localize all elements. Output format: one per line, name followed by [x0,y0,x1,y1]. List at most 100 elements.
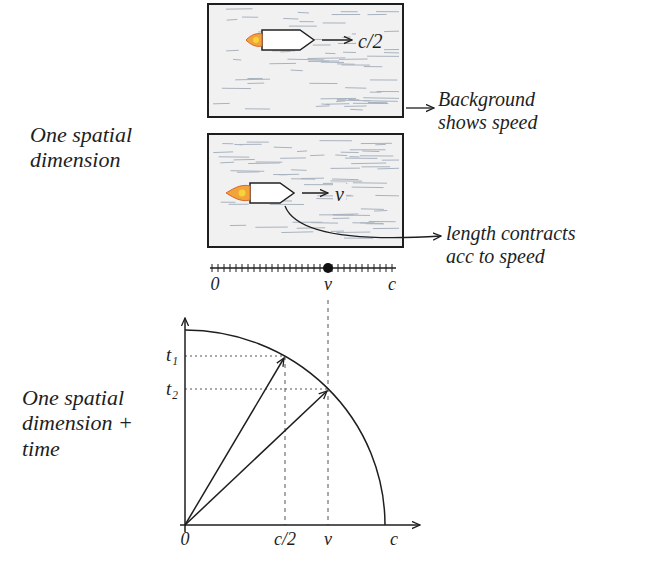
axis-tick-label: c [390,529,398,550]
speed-streak [321,98,357,99]
speed-streak [375,195,399,196]
rocket-body [250,183,294,203]
speed-streak [360,222,374,223]
speed-streak [316,105,330,107]
tick [362,264,363,272]
speed-streak [367,56,399,57]
speed-streak [376,11,399,12]
speed-streak [309,83,337,84]
speed-arrow [322,39,352,41]
annotation: Background shows speed [438,88,563,134]
speed-streak [337,100,370,102]
tick [224,264,225,272]
spacetime-vector [185,358,284,525]
rocket [226,183,294,203]
tick [374,264,375,272]
speed-streak [227,19,238,21]
speed-streak [377,168,399,170]
speed-streak [345,87,366,89]
speed-streak [239,144,261,145]
speed-streak [213,151,233,153]
speed-streak [320,140,352,141]
speed-streak [256,161,283,162]
speed-streak [299,21,313,22]
speed-streak [247,78,262,79]
speed-streak [350,109,363,111]
leader-arrow [406,107,434,108]
tick [278,264,279,272]
tick [344,264,345,272]
tick [260,264,261,272]
speed-streak [308,60,339,61]
tick [230,264,231,272]
number-line-ticks [212,264,392,272]
speed-streak [291,70,303,72]
speed-streak [301,178,324,179]
speed-streak [235,79,270,81]
rocket-flame [246,34,262,47]
tick [248,264,249,272]
speed-streak [226,50,239,52]
speed-streak [368,102,387,103]
rocket [246,30,314,50]
speed-streak [280,157,306,158]
speed-background [207,133,404,248]
speed-streak [234,159,255,160]
speed-streak [342,36,350,37]
speed-marker [323,263,333,273]
section-note: One spatial dimension + time [22,385,137,461]
speed-streak [361,208,384,210]
speed-streak [310,155,324,157]
tick [218,264,219,272]
speed-streak [230,225,246,226]
speed-streak [331,231,344,232]
speed-streak [323,22,346,23]
tick [242,264,243,272]
speed-streak [339,59,368,60]
speed-streak [283,18,298,20]
guide-line [285,356,286,525]
tick [236,264,237,272]
speed-streak [221,202,236,203]
speed-streak [375,144,385,145]
speed-streak [341,11,358,12]
time-axis [184,318,186,532]
speed-streak [245,108,270,109]
speed-streak [248,162,280,164]
tick [290,264,291,272]
speed-streak [374,210,387,212]
speed-streak [337,232,371,233]
guide-line [328,300,329,525]
time-label: t₂ [166,378,178,400]
speed-streak [247,142,269,143]
speed-arrow [302,192,328,194]
tick [272,264,273,272]
speed-streak [351,162,386,164]
speed-streak [231,170,265,172]
speed-streak [341,152,359,153]
axis-tick-label: v [324,529,332,550]
tick [254,264,255,272]
tick [266,264,267,272]
speed-streak [247,83,264,84]
axis-tick-label: c [388,274,396,295]
speed-streak [325,53,335,54]
speed-streak [345,158,377,159]
speed-streak [373,228,399,229]
speed-streak [369,221,396,222]
speed-streak [362,150,379,152]
speed-streak [331,168,360,169]
time-label: t₁ [166,344,178,366]
tick [392,264,393,272]
tick [320,264,321,272]
speed-streak [352,222,383,224]
speed-streak [353,182,387,183]
tick [308,264,309,272]
speed-streak [382,31,399,33]
speed-streaks [213,9,399,238]
axis-tick-label: v [324,274,332,295]
speed-streak [344,105,366,106]
speed-panel: c/2 [207,3,404,118]
annotation: length contracts acc to speed [446,222,596,268]
